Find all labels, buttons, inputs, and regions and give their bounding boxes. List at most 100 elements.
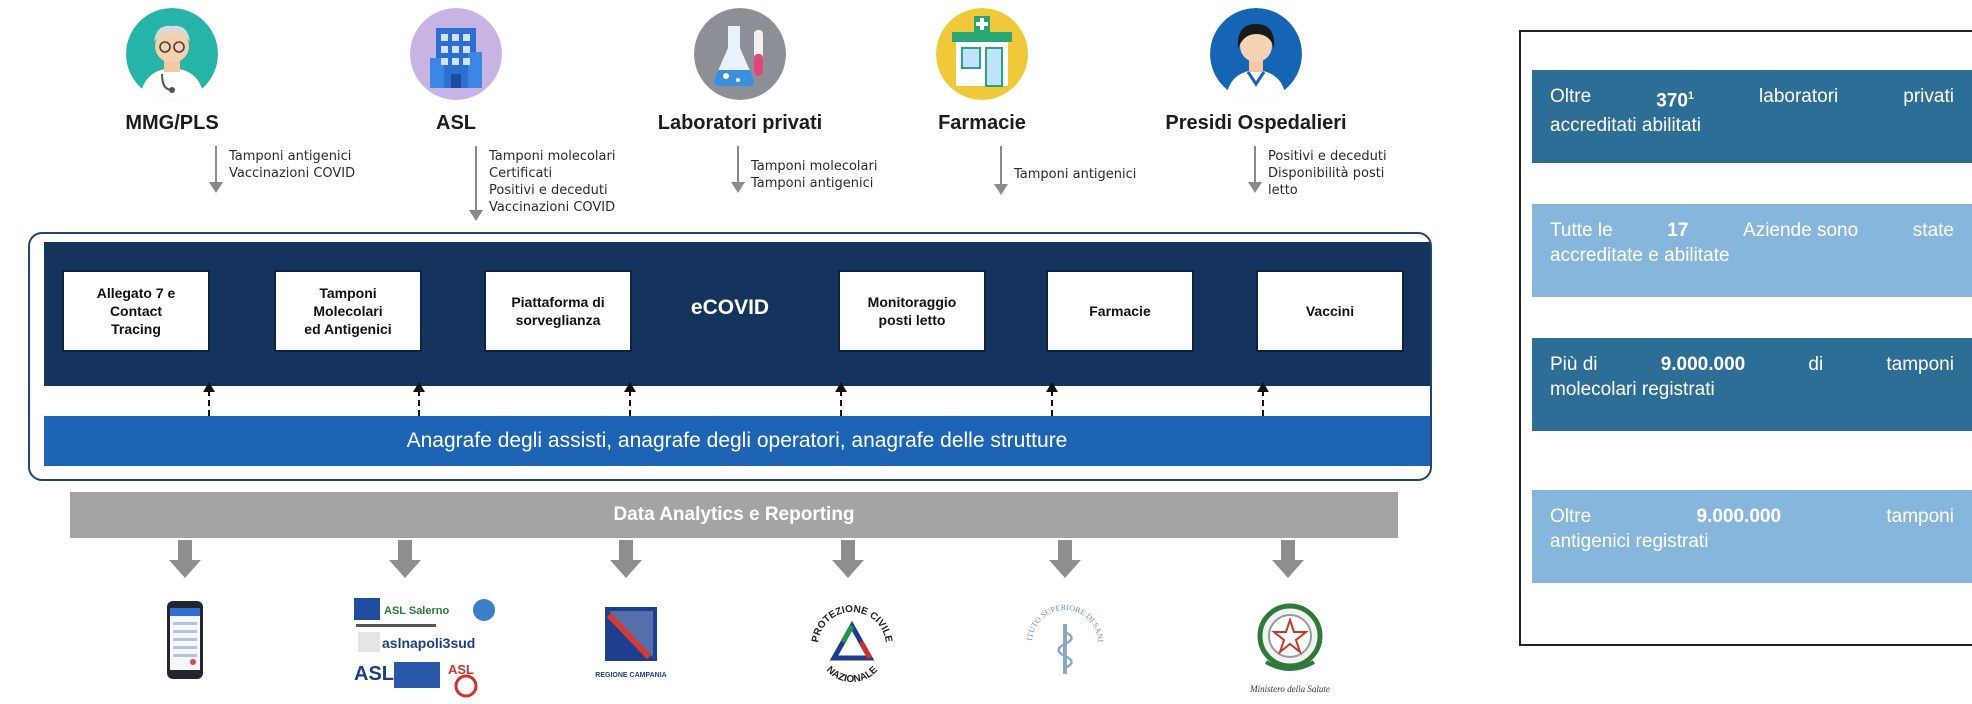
- stat-laboratori: Oltre 3701 laboratori privati accreditati a…: [1532, 70, 1972, 163]
- stat-number: 17: [1667, 220, 1689, 241]
- lab-flask-icon: [694, 8, 786, 100]
- module-line: ed Antigenici: [304, 321, 392, 337]
- module-line: Piattaforma di: [511, 294, 605, 310]
- actor-name: Presidi Ospedalieri: [1165, 112, 1347, 134]
- module-line: Farmacie: [1089, 303, 1151, 319]
- module-monitoraggio: Monitoraggio posti letto: [838, 270, 986, 352]
- flow-text: Tamponi antigenici: [229, 149, 352, 164]
- protezione-civile-logo-icon: PROTEZIONE CIVILE NAZIONALE: [804, 596, 900, 696]
- up-arrow-icon: [1257, 382, 1269, 392]
- stat-word: di: [1808, 354, 1824, 375]
- stat-aziende: Tutte le 17 Aziende sono state accreditate …: [1532, 204, 1972, 297]
- stat-word: laboratori: [1759, 86, 1839, 107]
- actor-farmacie: Farmacie: [862, 8, 1102, 135]
- stat-molecolari: Più di 9.000.000 di tamponi molecolari regi…: [1532, 338, 1972, 431]
- down-arrow-icon: [1266, 540, 1310, 580]
- logo-text: aslnapoli3sud: [382, 635, 475, 651]
- logo-text: REGIONE CAMPANIA: [595, 672, 666, 679]
- module-line: Vaccini: [1305, 303, 1355, 319]
- nurse-icon: [1210, 8, 1302, 100]
- stat-word: tamponi: [1886, 506, 1954, 527]
- anagrafe-bar: Anagrafe degli assisti, anagrafe degli o…: [44, 416, 1430, 466]
- actor-name: ASL: [436, 112, 476, 134]
- svg-text:NAZIONALE: NAZIONALE: [824, 664, 880, 685]
- stat-number: 370: [1656, 90, 1688, 112]
- module-line: Molecolari: [313, 303, 383, 319]
- module-line: Monitoraggio: [867, 294, 957, 310]
- actor-mmg-pls: MMG/PLS: [52, 8, 292, 135]
- stat-word: Oltre: [1550, 86, 1592, 107]
- module-piattaforma: Piattaforma di sorveglianza: [484, 270, 632, 352]
- building-icon: [410, 8, 502, 100]
- up-arrow-icon: [835, 382, 847, 392]
- doctor-icon: [126, 8, 218, 100]
- stat-word: privati: [1903, 86, 1954, 107]
- flow-text: Tamponi molecolari: [489, 149, 616, 164]
- stats-panel: [1519, 30, 1972, 646]
- down-arrow-icon: [826, 540, 870, 580]
- flow-text: Tamponi molecolari: [751, 159, 878, 174]
- smartphone-icon: [166, 600, 204, 684]
- stat-line: molecolari registrati: [1550, 379, 1715, 400]
- analytics-bar: Data Analytics e Reporting: [70, 492, 1398, 538]
- actor-name: Farmacie: [938, 112, 1026, 134]
- flow-text: Tamponi antigenici: [751, 176, 874, 191]
- module-line: Tracing: [111, 321, 161, 337]
- platform-frame: [28, 232, 1432, 481]
- actor-name: Laboratori privati: [657, 112, 823, 134]
- flow-text: Disponibilità posti: [1268, 166, 1385, 181]
- istituto-superiore-sanita-logo-icon: ISTITUTO SUPERIORE DI SANITÀ: [1017, 590, 1110, 692]
- stat-word: Tutte le: [1550, 220, 1613, 241]
- module-farmacie: Farmacie: [1046, 270, 1194, 352]
- up-arrow-icon: [203, 382, 215, 392]
- logo-text: ISTITUTO SUPERIORE DI SANITÀ: [1017, 590, 1105, 643]
- module-vaccini: Vaccini: [1256, 270, 1404, 352]
- module-line: sorveglianza: [515, 312, 601, 328]
- actor-presidi-ospedalieri: Presidi Ospedalieri: [1136, 8, 1376, 135]
- logo-text: ASL: [448, 662, 474, 677]
- flow-text: Tamponi antigenici: [1014, 167, 1137, 182]
- svg-text:ISTITUTO SUPERIORE DI SANITÀ: ISTITUTO SUPERIORE DI SANITÀ: [1020, 598, 1105, 643]
- logo-text: ASL: [354, 663, 394, 685]
- up-arrow-icon: [1046, 382, 1058, 392]
- ministero-salute-logo-icon: Ministero della Salute: [1240, 596, 1340, 704]
- flow-text: Positivi e deceduti: [1268, 149, 1387, 164]
- down-arrow-icon: [383, 540, 427, 580]
- down-arrow-icon: [1043, 540, 1087, 580]
- module-line: Contact: [109, 303, 163, 319]
- pharmacy-icon: [936, 8, 1028, 100]
- stat-number: 9.000.000: [1696, 506, 1782, 527]
- stat-footnote: 1: [1687, 90, 1695, 102]
- module-line: Tamponi: [319, 285, 377, 301]
- actor-asl: ASL: [336, 8, 576, 135]
- down-arrow-icon: [163, 540, 207, 580]
- regione-campania-logo-icon: REGIONE CAMPANIA: [592, 605, 670, 687]
- module-line: posti letto: [878, 312, 946, 328]
- stat-line: accreditati abilitati: [1550, 115, 1702, 137]
- module-line: Allegato 7 e: [96, 285, 176, 301]
- stat-line: accreditate e abilitate: [1550, 245, 1730, 266]
- flow-text: Vaccinazioni COVID: [229, 166, 356, 181]
- flow-text: letto: [1268, 183, 1298, 198]
- stat-word: state: [1912, 220, 1954, 241]
- down-arrow-icon: [604, 540, 648, 580]
- logo-text: Ministero della Salute: [1249, 684, 1330, 694]
- asl-logos-icon: ASL Salerno aslnapoli3sud ASL ASL: [350, 594, 500, 702]
- flow-text: Positivi e deceduti: [489, 183, 608, 198]
- actor-name: MMG/PLS: [125, 112, 219, 134]
- stat-word: tamponi: [1886, 354, 1954, 375]
- stat-number: 9.000.000: [1660, 354, 1746, 375]
- actor-laboratori-privati: Laboratori privati: [620, 8, 860, 135]
- flow-text: Certificati: [489, 166, 553, 181]
- ecovid-label: eCOVID: [690, 296, 770, 319]
- up-arrow-icon: [413, 382, 425, 392]
- stat-word: Più di: [1550, 354, 1598, 375]
- logo-text: NAZIONALE: [824, 664, 880, 685]
- stat-line: antigenici registrati: [1550, 531, 1709, 552]
- up-arrow-icon: [624, 382, 636, 392]
- logo-text: ASL Salerno: [384, 605, 449, 617]
- stat-word: Aziende sono: [1743, 220, 1859, 241]
